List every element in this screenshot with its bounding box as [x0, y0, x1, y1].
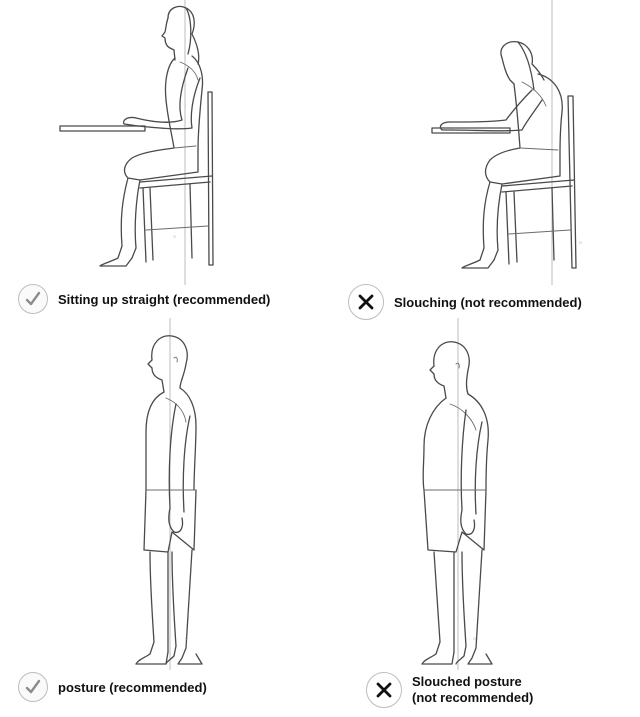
check-badge	[18, 672, 48, 702]
caption-sitting-straight: Sitting up straight (recommended)	[18, 284, 270, 314]
copyright-note: ©	[172, 235, 177, 238]
caption-sitting-slouch: Slouching (not recommended)	[348, 284, 582, 320]
caption-label-line1: Slouched posture	[412, 674, 533, 690]
caption-standing-slouch: Slouched posture (not recommended)	[366, 672, 533, 708]
caption-label: Sitting up straight (recommended)	[58, 292, 270, 307]
caption-label-line2: (not recommended)	[412, 690, 533, 706]
sitting-slouch-figure	[410, 0, 630, 280]
check-icon	[24, 290, 42, 308]
sitting-straight-figure	[40, 0, 260, 280]
x-badge	[366, 672, 402, 708]
caption-label: posture (recommended)	[58, 680, 207, 695]
caption-label: Slouching (not recommended)	[394, 295, 582, 310]
check-icon	[24, 678, 42, 696]
x-badge	[348, 284, 384, 320]
caption-standing-straight: posture (recommended)	[18, 672, 207, 702]
copyright-note: ©	[578, 241, 583, 244]
standing-straight-figure	[110, 322, 240, 672]
x-icon	[356, 292, 376, 312]
standing-slouch-figure	[398, 322, 538, 672]
copyright-note: ©	[472, 637, 477, 640]
check-badge	[18, 284, 48, 314]
x-icon	[374, 680, 394, 700]
copyright-note: ©	[184, 637, 189, 640]
